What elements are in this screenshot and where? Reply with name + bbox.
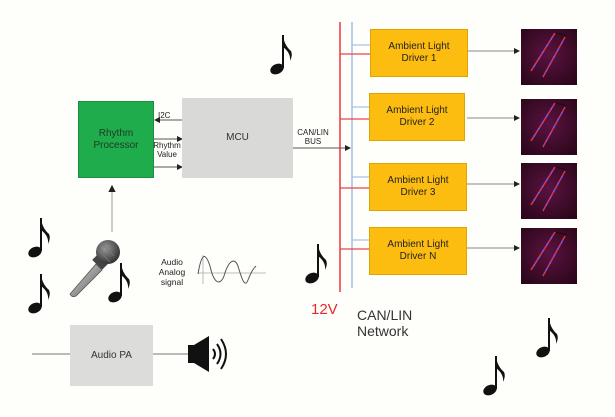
driver-2-line1: Ambient Light xyxy=(386,105,448,116)
audio-signal-line3: signal xyxy=(160,277,184,287)
i2c-label: I2C xyxy=(158,111,171,120)
driver-n-line1: Ambient Light xyxy=(387,239,449,250)
driver-3-line1: Ambient Light xyxy=(387,175,449,186)
can-lin-bus-line2: BUS xyxy=(304,137,322,146)
can-lin-network-line1: CAN/LIN xyxy=(357,307,413,323)
rhythm-processor-block: Rhythm Processor xyxy=(78,101,154,178)
audio-pa-label: Audio PA xyxy=(91,349,132,361)
rhythm-value-line1: Rhythm xyxy=(153,141,181,150)
eighth-note-icon xyxy=(28,274,50,314)
rhythm-value-label: Rhythm Value xyxy=(152,141,182,159)
rhythm-processor-label: Rhythm Processor xyxy=(93,127,139,151)
audio-signal-line1: Audio xyxy=(161,257,183,267)
audio-analog-signal-label: Audio Analog signal xyxy=(150,257,194,287)
ambient-led-strip-icon xyxy=(521,228,577,284)
driver-1-line2: Driver 1 xyxy=(401,53,437,64)
ambient-led-strip-icon xyxy=(521,29,577,85)
eighth-note-icon xyxy=(536,318,558,358)
power-12v-label: 12V xyxy=(311,301,338,318)
driver-3-line2: Driver 3 xyxy=(400,187,436,198)
mcu-label: MCU xyxy=(226,132,249,143)
eighth-note-icon xyxy=(28,218,50,258)
can-lin-network-label: CAN/LIN Network xyxy=(357,307,412,339)
sine-wave-icon xyxy=(197,255,266,284)
eighth-note-icon xyxy=(483,356,505,396)
ambient-led-strip-icon xyxy=(521,163,577,219)
can-lin-bus-line1: CAN/LIN xyxy=(297,128,329,137)
ambient-led-strip-icon xyxy=(521,99,577,155)
rhythm-value-line2: Value xyxy=(157,150,177,159)
eighth-note-icon xyxy=(108,263,130,303)
can-lin-network-line2: Network xyxy=(357,323,409,339)
driver-n-line2: Driver N xyxy=(399,251,437,262)
driver-1-line1: Ambient Light xyxy=(388,41,450,52)
can-lin-bus-label: CAN/LIN BUS xyxy=(293,128,333,146)
audio-signal-line2: Analog xyxy=(158,267,186,277)
driver-2-line2: Driver 2 xyxy=(399,117,435,128)
eighth-note-icon xyxy=(305,244,327,284)
eighth-note-icon xyxy=(270,35,292,75)
speaker-icon xyxy=(188,336,227,372)
microphone-icon xyxy=(69,240,120,298)
mcu-block: MCU xyxy=(182,98,293,178)
audio-pa-block: Audio PA xyxy=(70,325,153,386)
